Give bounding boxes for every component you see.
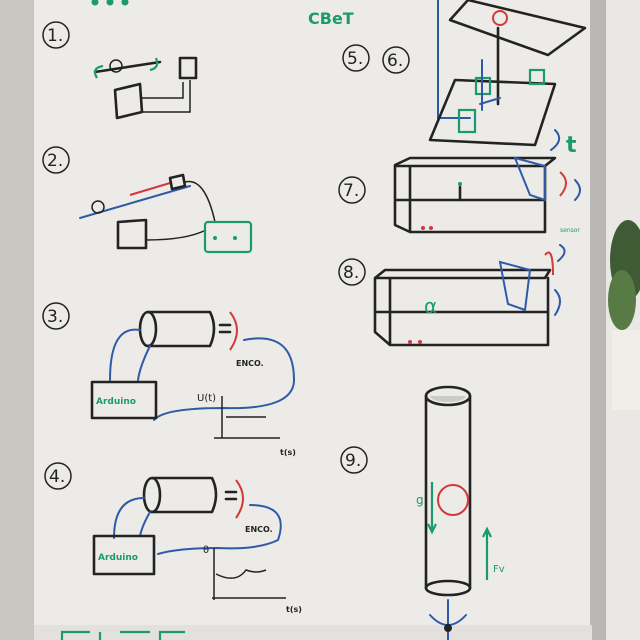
diagram-8: 8. α: [338, 244, 566, 347]
alpha-label: α: [424, 294, 437, 318]
diagram-3-number: 3.: [47, 307, 63, 327]
diagram-2: 2.: [42, 146, 253, 254]
arduino-label: Arduino: [96, 397, 136, 407]
encoder-label: ENCO.: [245, 525, 273, 534]
diagram-1: 1.: [42, 21, 198, 120]
diagram-3: 3. ENCO. Arduino U(t) t(s): [42, 302, 296, 457]
diagram-1-number: 1.: [47, 26, 63, 46]
sensor-label: sensor: [560, 227, 580, 234]
top-marks: [91, 0, 129, 6]
bottom-partial-text: [60, 630, 185, 640]
diagram-7-number: 7.: [343, 181, 359, 201]
diagram-5-6: 5. 6.: [342, 0, 587, 147]
y-axis-label: U(t): [197, 393, 216, 404]
board-surface: [34, 0, 592, 640]
encoder-label: ENCO.: [236, 359, 264, 368]
diagram-4-number: 4.: [49, 467, 65, 487]
diagram-6-number: 6.: [387, 51, 403, 71]
force-label: Fv: [493, 564, 505, 575]
diagram-9-number: 9.: [345, 451, 361, 471]
diagram-4: 4. ENCO. Arduino θ t(s): [44, 462, 302, 614]
board-frame-left: [0, 0, 34, 640]
x-axis-label: t(s): [286, 605, 302, 614]
diagram-5-number: 5.: [347, 49, 363, 69]
title-text: CBeT: [308, 9, 354, 28]
time-label: t: [566, 133, 577, 158]
diagram-7: 7. t sensor: [338, 129, 581, 234]
diagram-9: 9. g Fv: [340, 385, 505, 640]
diagram-2-number: 2.: [47, 151, 63, 171]
board-frame-right: [590, 0, 606, 640]
arduino-label: Arduino: [98, 553, 138, 563]
gravity-label: g: [416, 493, 424, 507]
diagram-8-number: 8.: [343, 263, 359, 283]
plant: [608, 220, 640, 410]
y-axis-label: θ: [203, 545, 209, 556]
x-axis-label: t(s): [280, 448, 296, 457]
